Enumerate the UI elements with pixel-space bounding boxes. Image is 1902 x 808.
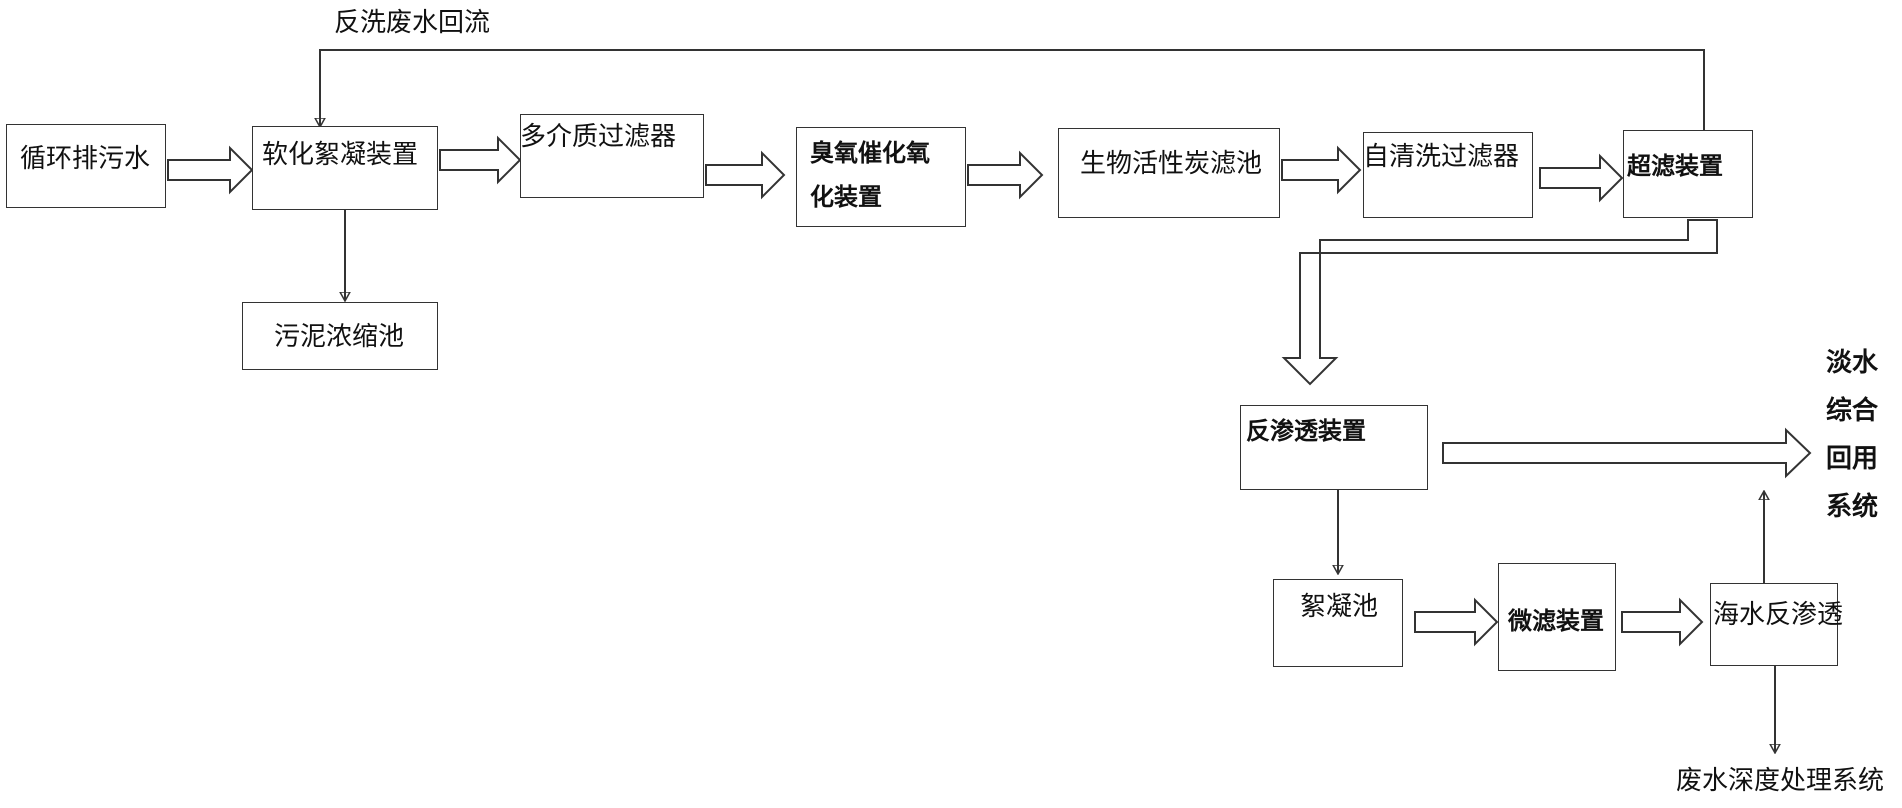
arrow-ro-to-freshwater [1442, 427, 1812, 479]
node-self-cleaning-filter-label: 自清洗过滤器 [1363, 142, 1520, 172]
node-ozone-catalytic-label-2: 化装置 [810, 183, 882, 211]
node-ultrafiltration-label: 超滤装置 [1627, 152, 1723, 180]
node-circulating-blowdown [6, 124, 166, 208]
node-ultrafiltration [1623, 130, 1753, 218]
node-flocculation-tank [1273, 579, 1403, 667]
node-reverse-osmosis-label: 反渗透装置 [1246, 417, 1366, 445]
freshwater-reuse-label-1: 淡水 [1826, 348, 1879, 378]
node-microfiltration [1498, 563, 1616, 671]
arrow-ozone-to-biocarbon [967, 150, 1044, 200]
node-multimedia-filter-label: 多介质过滤器 [520, 122, 677, 152]
node-ozone-catalytic-label-1: 臭氧催化氧 [810, 139, 930, 167]
wastewater-treatment-label: 废水深度处理系统 [1676, 766, 1885, 796]
node-reverse-osmosis [1240, 405, 1428, 490]
node-softening-coagulation-label: 软化絮凝装置 [262, 140, 419, 170]
arrow-multimedia-to-ozone [705, 150, 786, 200]
node-flocculation-tank-label: 絮凝池 [1300, 592, 1379, 622]
node-softening-coagulation [252, 126, 438, 210]
node-sludge-thickener [242, 302, 438, 370]
node-bio-activated-carbon-label: 生物活性炭滤池 [1080, 149, 1263, 179]
node-microfiltration-label: 微滤装置 [1508, 607, 1604, 635]
backwash-return-label: 反洗废水回流 [334, 8, 491, 38]
node-seawater-ro [1710, 583, 1838, 666]
node-ozone-catalytic [796, 127, 966, 227]
backwash-return-line [320, 49, 1705, 130]
freshwater-reuse-label-2: 综合 [1826, 396, 1879, 426]
node-multimedia-filter [520, 114, 704, 198]
node-seawater-ro-label: 海水反渗透 [1713, 600, 1844, 630]
node-bio-activated-carbon [1058, 128, 1280, 218]
arrow-microfilt-to-seawater-ro [1621, 597, 1704, 647]
arrow-floc-to-microfilt [1414, 597, 1499, 647]
node-sludge-thickener-label: 污泥浓缩池 [274, 322, 405, 352]
arrow-blowdown-to-softening [167, 145, 254, 195]
node-self-cleaning-filter [1363, 132, 1533, 218]
arrow-selfclean-to-uf [1539, 153, 1624, 203]
arrow-biocarbon-to-selfclean [1281, 145, 1362, 195]
arrow-uf-to-ro [1281, 219, 1718, 386]
arrow-softening-to-multimedia [439, 135, 522, 185]
freshwater-reuse-label-3: 回用 [1826, 444, 1879, 474]
node-circulating-blowdown-label: 循环排污水 [20, 144, 151, 174]
freshwater-reuse-label-4: 系统 [1826, 492, 1879, 522]
